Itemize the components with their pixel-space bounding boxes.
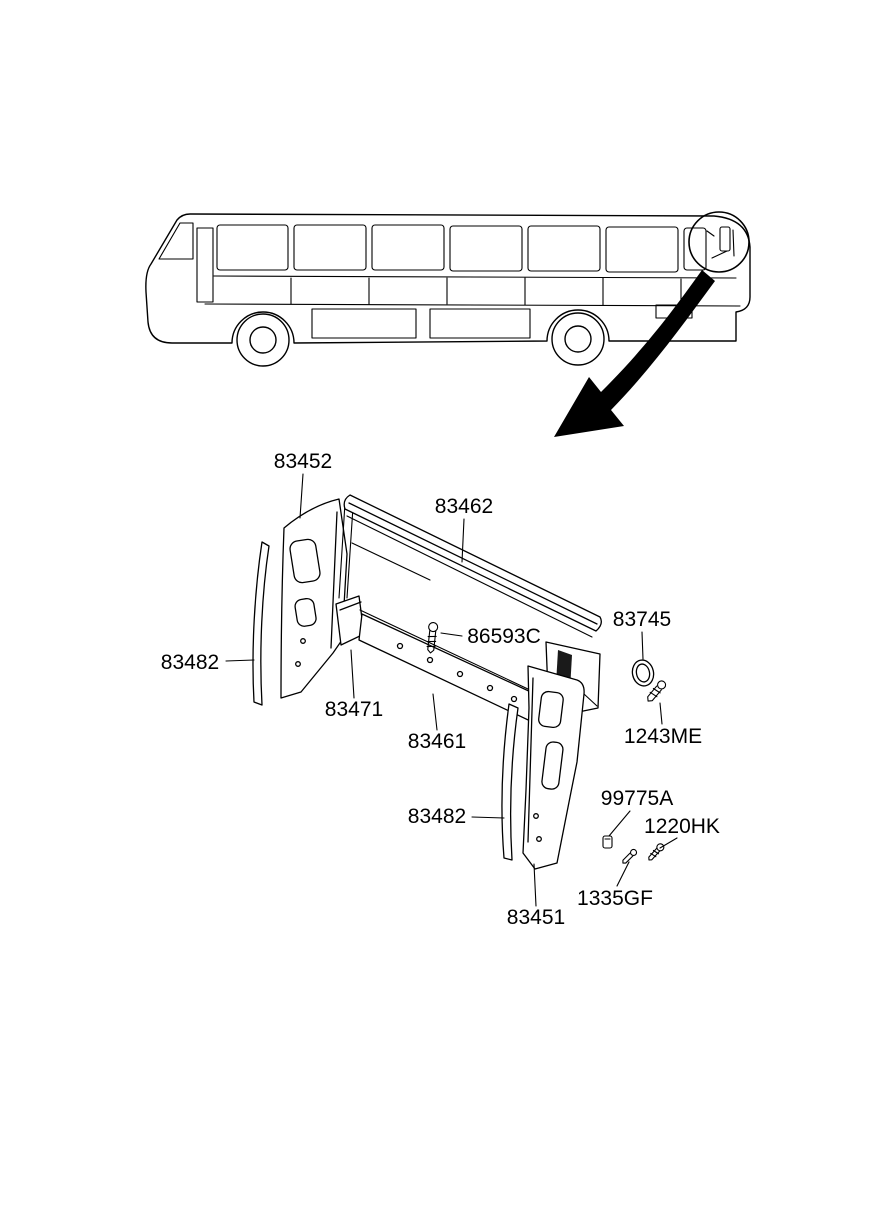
bus-windows (216, 224, 707, 273)
part-label-83471: 83471 (325, 698, 383, 721)
detail-arrow-icon (554, 270, 715, 437)
part-86593C-screw (426, 622, 439, 654)
bus-body-lines (158, 222, 741, 339)
part-83482-left-strip (252, 541, 270, 706)
bus-overview (145, 213, 751, 367)
part-1243ME-screw (647, 680, 667, 702)
part-label-83461: 83461 (408, 730, 466, 753)
front-wheel (236, 313, 290, 367)
windshield (158, 222, 194, 260)
rear-wheel (551, 312, 605, 366)
part-99775A-clip (602, 835, 613, 849)
part-1220HK-screw (648, 843, 665, 861)
front-door (196, 227, 214, 303)
part-83462-rail (343, 494, 602, 632)
part-label-86593C: 86593C (467, 625, 541, 648)
luggage-bay-1 (311, 308, 417, 339)
callout-circle (688, 211, 750, 273)
part-83745-ring (631, 659, 655, 687)
part-label-99775A: 99775A (601, 787, 673, 810)
part-label-1243ME: 1243ME (624, 725, 702, 748)
part-83452-panel (280, 498, 348, 699)
bus-body-outline (145, 213, 751, 344)
part-83482-right-strip (501, 703, 519, 861)
part-label-83462: 83462 (435, 495, 493, 518)
part-label-83482-left: 83482 (161, 651, 219, 674)
part-label-83451: 83451 (507, 906, 565, 929)
part-label-1220HK: 1220HK (644, 815, 720, 838)
luggage-bay-2 (429, 308, 531, 339)
wall-lines (346, 515, 593, 698)
exploded-view (252, 494, 667, 870)
leader-lines (225, 473, 678, 907)
part-label-83452: 83452 (274, 450, 332, 473)
part-label-83745: 83745 (613, 608, 671, 631)
part-label-83482-right: 83482 (408, 805, 466, 828)
part-labels: 83452 83462 83482 83471 86593C 83461 837… (161, 450, 720, 929)
part-label-1335GF: 1335GF (577, 887, 653, 910)
part-83451-panel (522, 665, 585, 870)
corner-post (338, 502, 354, 599)
part-1335GF-screw (622, 848, 638, 864)
